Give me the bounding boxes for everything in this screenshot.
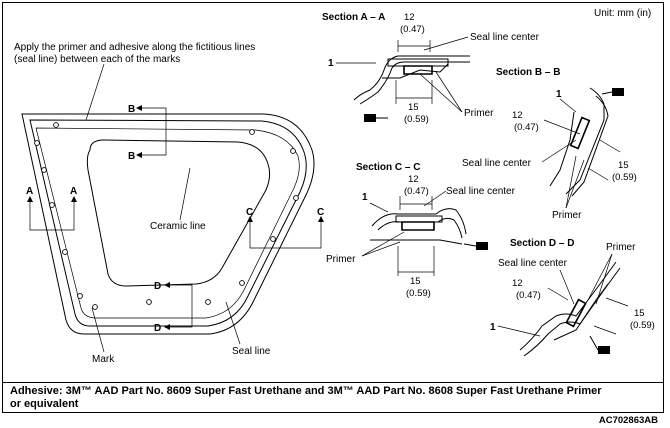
svg-text:(0.47): (0.47) — [514, 122, 539, 133]
svg-text:1: 1 — [556, 89, 562, 100]
svg-text:Primer: Primer — [326, 254, 356, 265]
mark — [77, 293, 83, 299]
ceramic-line-label: Ceramic line — [150, 221, 206, 232]
svg-text:12: 12 — [512, 110, 523, 121]
svg-text:Seal line center: Seal line center — [446, 186, 516, 197]
svg-text:Primer: Primer — [552, 210, 582, 221]
mark — [290, 148, 296, 154]
mark — [41, 167, 47, 173]
svg-text:(0.59): (0.59) — [630, 320, 655, 331]
mark — [205, 299, 211, 305]
instruction-line-2: (seal line) between each of the marks — [14, 54, 180, 65]
mark — [270, 236, 276, 242]
svg-text:(0.47): (0.47) — [516, 290, 541, 301]
svg-text:1: 1 — [362, 192, 368, 203]
svg-text:12: 12 — [512, 278, 523, 289]
section-aa-title: Section A – A — [322, 12, 385, 23]
mark — [92, 304, 98, 310]
cut-marker-c: C C — [246, 207, 324, 249]
section-bb: Section B – B 1 12 (0.47) Seal line cent… — [462, 67, 637, 221]
instruction-line-1: Apply the primer and adhesive along the … — [14, 42, 255, 53]
section-dd-title: Section D – D — [510, 238, 574, 249]
svg-text:(0.59): (0.59) — [406, 288, 431, 299]
footer-text: Adhesive: 3M™ AAD Part No. 8609 Super Fa… — [10, 385, 660, 411]
unit-label: Unit: mm (in) — [594, 8, 651, 19]
mark — [34, 140, 40, 146]
svg-text:A: A — [26, 186, 33, 197]
mark — [293, 195, 299, 201]
svg-text:Seal line center: Seal line center — [470, 32, 540, 43]
seal-line — [35, 127, 300, 319]
svg-text:1: 1 — [490, 322, 496, 333]
svg-text:C: C — [317, 207, 324, 218]
svg-text:15: 15 — [410, 276, 421, 287]
mark — [62, 249, 68, 255]
footer: Adhesive: 3M™ AAD Part No. 8609 Super Fa… — [2, 382, 664, 416]
mark — [53, 122, 59, 128]
mark — [239, 280, 245, 286]
svg-text:Seal line center: Seal line center — [498, 258, 568, 269]
mark-label: Mark — [92, 354, 115, 365]
svg-text:Primer: Primer — [464, 108, 494, 119]
section-cc-title: Section C – C — [356, 162, 420, 173]
svg-text:(0.47): (0.47) — [404, 186, 429, 197]
cut-marker-a: A A — [26, 186, 77, 231]
footer-line-1: Adhesive: 3M™ AAD Part No. 8609 Super Fa… — [10, 385, 602, 397]
mark — [146, 299, 152, 305]
svg-text:Seal line center: Seal line center — [462, 158, 532, 169]
ceramic-line — [86, 139, 271, 287]
section-cc: Section C – C 12 (0.47) Seal line center… — [326, 162, 516, 299]
svg-text:12: 12 — [408, 174, 419, 185]
figure-code: AC702863AB — [598, 415, 658, 426]
cut-marker-b: B B — [128, 104, 167, 162]
svg-text:(0.59): (0.59) — [612, 172, 637, 183]
svg-text:1: 1 — [328, 58, 334, 69]
svg-text:(0.47): (0.47) — [400, 24, 425, 35]
svg-text:Primer: Primer — [606, 242, 636, 253]
svg-text:D: D — [154, 281, 161, 292]
svg-text:B: B — [128, 151, 135, 162]
svg-text:A: A — [70, 186, 77, 197]
svg-text:15: 15 — [634, 308, 645, 319]
figure-border — [2, 2, 664, 413]
cut-marker-d: D D — [154, 281, 193, 334]
seal-marks — [34, 122, 299, 310]
section-dd: Section D – D Primer Seal line center 12… — [490, 238, 655, 357]
svg-text:15: 15 — [408, 102, 419, 113]
section-bb-title: Section B – B — [496, 67, 560, 78]
svg-text:12: 12 — [404, 12, 415, 23]
svg-text:(0.59): (0.59) — [404, 114, 429, 125]
svg-text:C: C — [246, 207, 253, 218]
svg-text:15: 15 — [618, 160, 629, 171]
footer-line-2: or equivalent — [10, 398, 79, 410]
mark — [249, 129, 255, 135]
window-glass — [21, 113, 315, 335]
svg-text:B: B — [128, 104, 135, 115]
mark — [49, 202, 55, 208]
section-aa: Section A – A 12 (0.47) Seal line center… — [322, 12, 540, 125]
instruction-leader — [85, 63, 105, 121]
svg-text:D: D — [154, 323, 161, 334]
seal-line-label: Seal line — [232, 346, 271, 357]
